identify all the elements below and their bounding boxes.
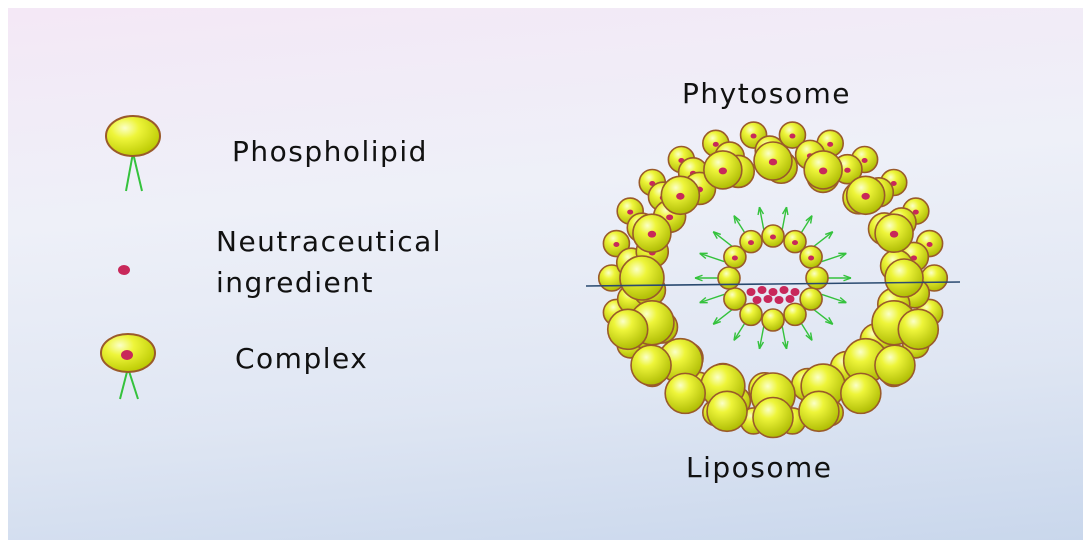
ingredient-dot	[748, 240, 754, 245]
lipid-tail	[713, 309, 733, 324]
ingredient-dot	[719, 167, 727, 174]
lipid-head	[799, 391, 839, 431]
ingredient-label: ingredient	[216, 265, 374, 301]
lipid-tail	[787, 341, 788, 349]
ingredient-dot	[666, 214, 673, 220]
ingredient-dot	[747, 288, 756, 296]
lipid-tail	[758, 341, 759, 349]
ingredient-dot	[627, 210, 633, 215]
lipid-tail	[813, 232, 833, 247]
lipid-tail	[713, 232, 733, 247]
lipid-tail	[813, 309, 833, 324]
inner-ring	[718, 225, 828, 331]
ingredient-dot	[713, 142, 719, 147]
neutraceutical-label: Neutraceutical	[216, 224, 442, 260]
ingredient-dot	[753, 296, 762, 304]
phytosome-liposome-diagram	[568, 108, 978, 448]
ingredient-dot	[786, 295, 795, 303]
ingredient-dot-icon	[118, 265, 130, 275]
lipid-head	[762, 309, 784, 331]
lipid-tail	[787, 207, 788, 215]
phospholipid-icon	[106, 116, 160, 191]
lipid-head	[724, 288, 746, 310]
lipid-head	[631, 345, 671, 385]
lipid-head	[608, 309, 648, 349]
ingredient-dot	[861, 193, 869, 200]
liposome-label: Liposome	[686, 450, 833, 486]
ingredient-dot	[862, 158, 868, 163]
ingredient-dot	[791, 288, 800, 296]
slide: Phospholipid Neutraceutical ingredient C…	[8, 8, 1083, 540]
ingredient-dot	[770, 235, 776, 240]
phytosome-label: Phytosome	[682, 76, 851, 112]
ingredient-dot	[827, 142, 833, 147]
ingredient-dot	[890, 231, 898, 238]
ingredient-dot	[775, 296, 784, 304]
ingredient-dot	[792, 240, 798, 245]
ingredient-dot	[751, 134, 757, 139]
phospholipid-label: Phospholipid	[232, 134, 428, 170]
lipid-head	[806, 267, 828, 289]
ingredient-dot	[764, 295, 773, 303]
ingredient-dot	[927, 242, 933, 247]
ingredient-dot	[648, 231, 656, 238]
complex-label: Complex	[235, 341, 368, 377]
lipid-head	[620, 256, 664, 300]
lipid-tail	[700, 253, 724, 261]
ingredient-dot	[780, 286, 789, 294]
ingredient-dot	[758, 286, 767, 294]
ingredient-dot	[613, 242, 619, 247]
ingredient-dot	[676, 193, 684, 200]
lipid-tail	[822, 294, 846, 302]
lipid-head	[753, 398, 793, 438]
ingredient-dot	[769, 288, 778, 296]
lipid-head	[784, 303, 806, 325]
ingredient-dot	[844, 168, 850, 173]
ingredient-dot	[769, 159, 777, 166]
ingredient-dot	[789, 134, 795, 139]
lipid-head	[885, 259, 923, 297]
core-ingredients	[747, 286, 800, 304]
lipid-tail	[822, 253, 846, 261]
lipid-head	[898, 309, 938, 349]
ingredient-dot	[808, 256, 814, 261]
lipid-head	[841, 373, 881, 413]
ingredient-dot	[819, 167, 827, 174]
lipid-head	[707, 391, 747, 431]
lipid-head	[875, 345, 915, 385]
ingredient-dot	[732, 256, 738, 261]
lipid-head	[665, 373, 705, 413]
lipid-head	[718, 267, 740, 289]
lipid-tail	[700, 294, 724, 302]
complex-icon	[101, 334, 155, 399]
lipid-tail	[758, 207, 759, 215]
legend-icons	[78, 103, 188, 413]
